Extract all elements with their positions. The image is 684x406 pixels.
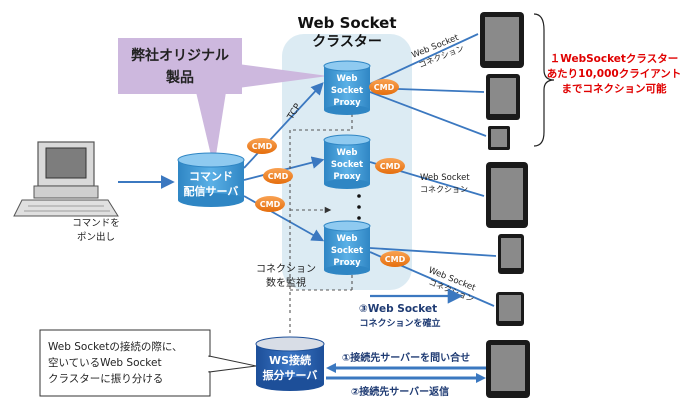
distributor-line1: WS接続 xyxy=(269,353,311,367)
cmd-pill-left-3: CMD xyxy=(255,196,285,212)
proxy-1-line3: Proxy xyxy=(333,98,361,108)
distributor-line2: 振分サーバ xyxy=(263,368,318,382)
tablet-icon-5 xyxy=(498,234,524,274)
left-note-line1: Web Socketの接続の際に、 xyxy=(48,340,183,353)
reply-label: ②接続先サーバー返信 xyxy=(351,385,449,398)
cluster-title-line2: クラスター xyxy=(312,34,382,50)
command-server-cylinder xyxy=(177,152,245,207)
proxy-cylinder-3 xyxy=(323,220,371,275)
proxy-3-line3: Proxy xyxy=(333,258,361,268)
red-note-line2: あたり10,000クライアント xyxy=(547,67,682,80)
callout-tail xyxy=(196,92,226,168)
callout-line1: 弊社オリジナル xyxy=(131,47,229,64)
ws-conn-label-2a: Web Socket xyxy=(420,173,470,183)
left-note-line2: 空いているWeb Socket xyxy=(48,356,162,369)
cmd-pill-left-3-text: CMD xyxy=(260,200,281,209)
tablet-icon-2 xyxy=(486,74,520,120)
cmd-pill-right-2-text: CMD xyxy=(380,162,401,171)
proxy-3-line2: Socket xyxy=(331,246,363,256)
pc-caption-line1: コマンドを xyxy=(72,218,120,229)
pc-caption-line2: ポン出し xyxy=(77,231,115,243)
monitor-note-line1: コネクション xyxy=(256,263,316,275)
cmd-pill-right-1-text: CMD xyxy=(374,83,395,92)
ws-conn-label-2b: コネクション xyxy=(420,185,468,194)
monitor-note-line2: 数を監視 xyxy=(266,276,306,289)
client-bracket xyxy=(533,13,555,147)
proxy-3-line1: Web xyxy=(337,234,358,244)
ws-link-1c xyxy=(369,91,487,137)
tablet-icon-1 xyxy=(480,12,524,68)
cmd-pill-left-1: CMD xyxy=(247,138,277,154)
red-note-line1: １WebSocketクラスター xyxy=(550,53,678,65)
callout-line2: 製品 xyxy=(165,69,194,86)
command-server-line1: コマンド xyxy=(189,170,233,183)
tablet-icon-3 xyxy=(488,126,510,150)
tablet-icon-7 xyxy=(486,340,530,398)
pc-icon xyxy=(13,141,119,217)
cmd-pill-right-1: CMD xyxy=(369,79,399,95)
proxy-1-line1: Web xyxy=(337,74,358,84)
cmd-pill-right-2: CMD xyxy=(375,158,405,174)
proxy-cylinder-1 xyxy=(323,60,371,115)
inquiry-arrowhead xyxy=(326,363,336,373)
ws-link-1a xyxy=(369,33,479,85)
cmd-link-1 xyxy=(243,82,324,169)
ws-link-3a xyxy=(369,247,497,257)
proxy-1-line2: Socket xyxy=(331,86,363,96)
establish-note-line1: ③Web Socket xyxy=(359,303,437,315)
reply-arrowhead xyxy=(476,373,486,383)
proxy-cylinder-2 xyxy=(323,134,371,189)
left-note-box xyxy=(39,329,211,397)
monitor-dashed-line xyxy=(289,108,353,316)
command-server-line2: 配信サーバ xyxy=(184,184,239,198)
left-note-pointer xyxy=(208,355,257,373)
cmd-pill-right-3-text: CMD xyxy=(385,255,406,264)
cmd-pill-left-1-text: CMD xyxy=(252,142,273,151)
proxy-2-line2: Socket xyxy=(331,160,363,170)
cluster-title-line1: Web Socket xyxy=(297,14,396,32)
inquiry-label: ①接続先サーバーを問い合せ xyxy=(342,351,470,364)
red-note-line3: までコネクション可能 xyxy=(562,82,667,95)
proxy-2-line1: Web xyxy=(337,148,358,158)
left-note-line3: クラスターに振り分ける xyxy=(48,372,163,385)
tablet-icon-6 xyxy=(496,292,524,326)
proxy-2-line3: Proxy xyxy=(333,172,361,182)
establish-note-line2: コネクションを確立 xyxy=(359,317,440,329)
ellipsis-dots xyxy=(357,194,361,220)
tablet-icon-4 xyxy=(486,162,528,228)
distributor-cylinder xyxy=(255,336,325,391)
cmd-pill-right-3: CMD xyxy=(380,251,410,267)
cmd-pill-left-2: CMD xyxy=(263,168,293,184)
callout-box xyxy=(118,38,242,94)
cmd-pill-left-2-text: CMD xyxy=(268,172,289,181)
callout-pointer xyxy=(238,64,328,88)
